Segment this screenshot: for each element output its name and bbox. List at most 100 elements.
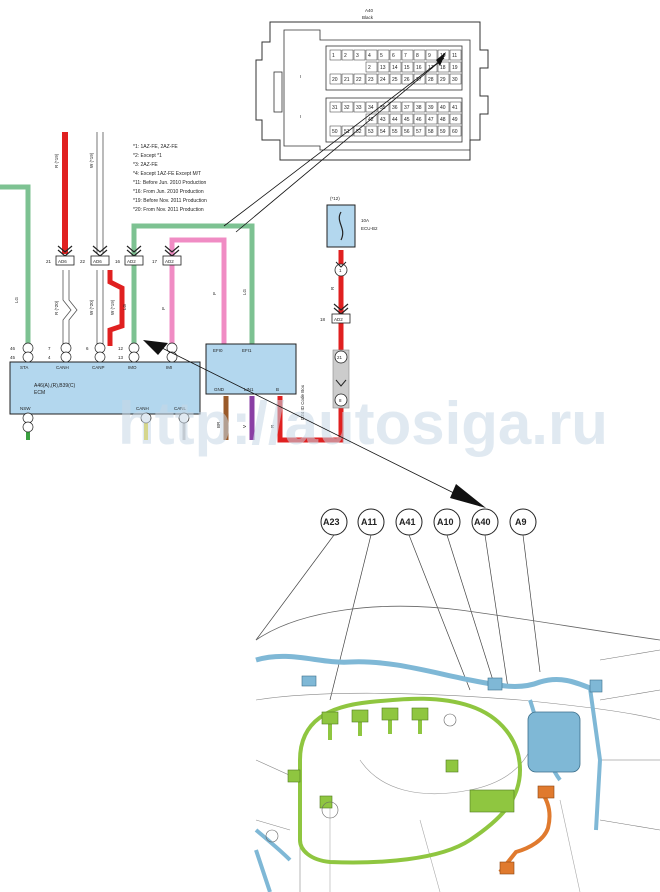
connector-pin-cell xyxy=(449,125,462,137)
connector-pin-cell xyxy=(353,73,366,85)
connector-pin-cell xyxy=(329,125,342,137)
callouts: A23 A11 A41 A10 A40 A9 xyxy=(255,508,541,701)
svg-text:6: 6 xyxy=(86,346,89,351)
junction-label: AD2 xyxy=(127,259,136,264)
connector-pin-number: 60 xyxy=(452,129,458,135)
junction-label: AD6 xyxy=(93,259,102,264)
svg-text:(*12): (*12) xyxy=(330,196,340,201)
id-code-box: EFI0 EFI1 GND LIN1 B D24 ID Code Box xyxy=(205,343,305,420)
connector-pin-number: 4 xyxy=(368,53,371,59)
connector-pin-number: 2 xyxy=(368,65,371,71)
svg-text:LG: LG xyxy=(14,296,19,303)
connector-pin-cell xyxy=(401,101,414,113)
joint-connector: 21 8 xyxy=(332,349,350,409)
connector-pin-cell xyxy=(425,49,438,61)
connector-pin-number: 52 xyxy=(356,129,362,135)
connector-pin-number: 7 xyxy=(404,53,407,59)
ecm-box xyxy=(9,361,201,415)
svg-text:LIN1: LIN1 xyxy=(244,387,254,392)
svg-text:18: 18 xyxy=(320,317,326,322)
engine-bay-illustration xyxy=(254,605,660,892)
connector-pin-number: 24 xyxy=(380,77,386,83)
wire-canh xyxy=(62,270,78,346)
svg-text:V: V xyxy=(242,425,247,428)
callout-a41: A41 xyxy=(399,517,416,527)
svg-text:BR: BR xyxy=(216,421,221,428)
connector-pin-cell xyxy=(341,101,354,113)
connector-pin-cell xyxy=(425,113,438,125)
svg-text:21: 21 xyxy=(337,355,343,360)
connector-pin-cell xyxy=(449,101,462,113)
wire-canp xyxy=(96,270,104,346)
connector-pin-number: 48 xyxy=(440,117,446,123)
connector-pin-number: 32 xyxy=(344,105,350,111)
connector-pin-cell xyxy=(425,61,438,73)
connector-pin-cell xyxy=(413,49,426,61)
svg-text:13: 13 xyxy=(118,355,124,360)
svg-text:46: 46 xyxy=(10,346,16,351)
svg-text:P: P xyxy=(161,307,166,310)
wire-pink-imi xyxy=(169,237,227,346)
fuse-icon xyxy=(338,211,344,241)
connector-pin-cell xyxy=(389,61,402,73)
svg-text:10A: 10A xyxy=(361,218,369,223)
connector-pin-number: 27 xyxy=(416,77,422,83)
ecm: A46(A),(R),B39(C) ECM STA CANH CANP IMO … xyxy=(9,342,201,433)
connector-pin-cell xyxy=(401,113,414,125)
connector-pin-cell xyxy=(449,113,462,125)
connector-pin-number: 29 xyxy=(440,77,446,83)
connector-a40: A40 Black I I 12345678910112131415161718… xyxy=(255,8,489,161)
harness-green xyxy=(298,696,523,865)
connector-pin-number: 16 xyxy=(416,65,422,71)
svg-text:IMI: IMI xyxy=(166,365,172,370)
connector-pin-number: 46 xyxy=(416,117,422,123)
connector-pin-cell xyxy=(401,73,414,85)
connector-pin-cell xyxy=(401,49,414,61)
svg-text:ECU-B2: ECU-B2 xyxy=(361,226,378,231)
connector-pin-number: 11 xyxy=(452,53,457,59)
connector-pin-number: 44 xyxy=(392,117,398,123)
connector-pin-number: 9 xyxy=(428,53,431,59)
connector-pin-cell xyxy=(401,125,414,137)
connector-pin-cell xyxy=(413,125,426,137)
connector-pin-cell xyxy=(413,61,426,73)
connector-pin-number: 31 xyxy=(332,105,338,111)
connector-pin-number: 5 xyxy=(380,53,383,59)
callout-a10: A10 xyxy=(437,517,454,527)
wire-lg-sta xyxy=(0,184,31,346)
connector-pin-number: 38 xyxy=(416,105,422,111)
connector-pin-cell xyxy=(341,73,354,85)
connector-pin-number: 43 xyxy=(380,117,386,123)
callout-a11: A11 xyxy=(361,517,377,527)
svg-text:7: 7 xyxy=(48,346,51,351)
connector-pin-cell xyxy=(389,101,402,113)
connector-pin-cell xyxy=(341,125,354,137)
svg-text:4: 4 xyxy=(48,355,51,360)
svg-text:R (*20): R (*20) xyxy=(54,300,59,315)
svg-text:45: 45 xyxy=(10,355,16,360)
svg-text:R: R xyxy=(270,424,275,428)
connector-pin-cell xyxy=(341,49,354,61)
connector-pin-number: 58 xyxy=(428,129,434,135)
connector-pin-number: 34 xyxy=(368,105,374,111)
connector-pin-cell xyxy=(365,125,378,137)
connector-pin-cell xyxy=(377,101,390,113)
notes: *1: 1AZ-FE, 2AZ-FE *2: Except *1 *3: 2AZ… xyxy=(133,144,207,213)
connector-pin-cell xyxy=(401,61,414,73)
junction-label: AD6 xyxy=(58,259,67,264)
connector-pin-cell xyxy=(413,101,426,113)
connector-pin-cell xyxy=(365,49,378,61)
id-code-box-body xyxy=(205,343,297,395)
connector-pin-number: 41 xyxy=(452,105,458,111)
connector-name: A40 xyxy=(365,8,374,13)
connector-pin-cell xyxy=(353,125,366,137)
svg-text:16: 16 xyxy=(115,259,121,264)
svg-text:CANH: CANH xyxy=(136,406,149,411)
connector-pin-cell xyxy=(437,125,450,137)
arrow-head xyxy=(436,52,446,66)
svg-text:EFI0: EFI0 xyxy=(213,348,223,353)
connector-pin-cell xyxy=(425,73,438,85)
connector-pin-number: 14 xyxy=(392,65,398,71)
connector-pin-number: 23 xyxy=(368,77,374,83)
